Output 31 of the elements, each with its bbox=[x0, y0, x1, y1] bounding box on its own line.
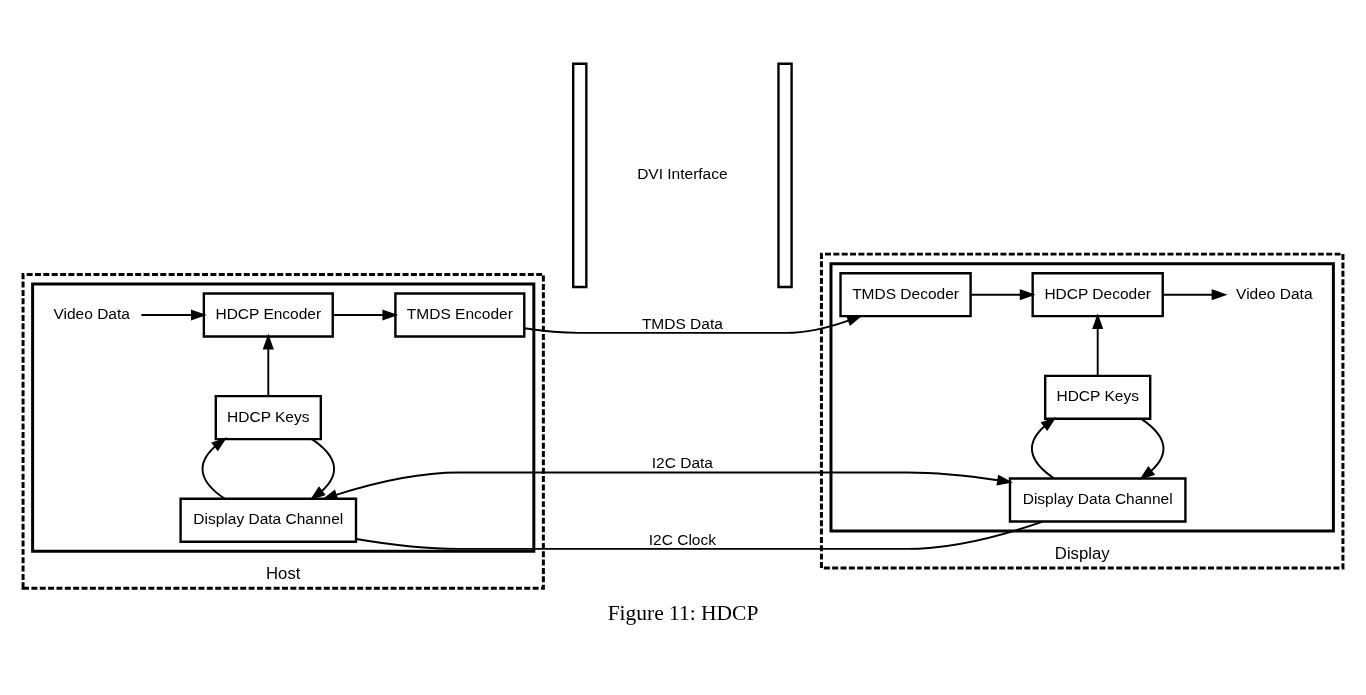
edge-label: TMDS Data bbox=[641, 314, 723, 332]
arrow bbox=[1030, 417, 1057, 480]
cluster bbox=[31, 282, 536, 553]
arrow bbox=[201, 437, 227, 500]
edge-label: I2C Clock bbox=[648, 530, 716, 548]
node-bar bbox=[572, 62, 588, 289]
node-box: HDCP Keys bbox=[1044, 374, 1152, 420]
node-box: HDCP Keys bbox=[214, 394, 322, 441]
node-box: HDCP Decoder bbox=[1031, 272, 1164, 318]
arrow bbox=[1092, 313, 1104, 377]
arrow bbox=[321, 471, 1013, 500]
node-text: Video Data bbox=[1236, 284, 1313, 302]
caption: Figure 11: HDCP bbox=[607, 600, 759, 625]
arrow bbox=[262, 333, 274, 397]
node-box: Display Data Channel bbox=[1008, 477, 1187, 523]
cluster bbox=[829, 262, 1335, 533]
arrow bbox=[1139, 417, 1165, 481]
node-box: TMDS Encoder bbox=[394, 292, 526, 338]
node-text: Video Data bbox=[53, 305, 130, 323]
arrow bbox=[140, 309, 207, 321]
edge-label: I2C Data bbox=[651, 454, 713, 472]
label: DVI Interface bbox=[637, 165, 728, 183]
arrow bbox=[332, 309, 399, 321]
connector bbox=[355, 520, 1044, 550]
arrow bbox=[970, 289, 1036, 301]
node-box: TMDS Decoder bbox=[839, 272, 972, 318]
arrow bbox=[1161, 289, 1228, 301]
node-box: HDCP Encoder bbox=[202, 292, 334, 338]
node-bar bbox=[777, 62, 793, 289]
arrow bbox=[309, 438, 336, 501]
node-box: Display Data Channel bbox=[179, 497, 358, 543]
